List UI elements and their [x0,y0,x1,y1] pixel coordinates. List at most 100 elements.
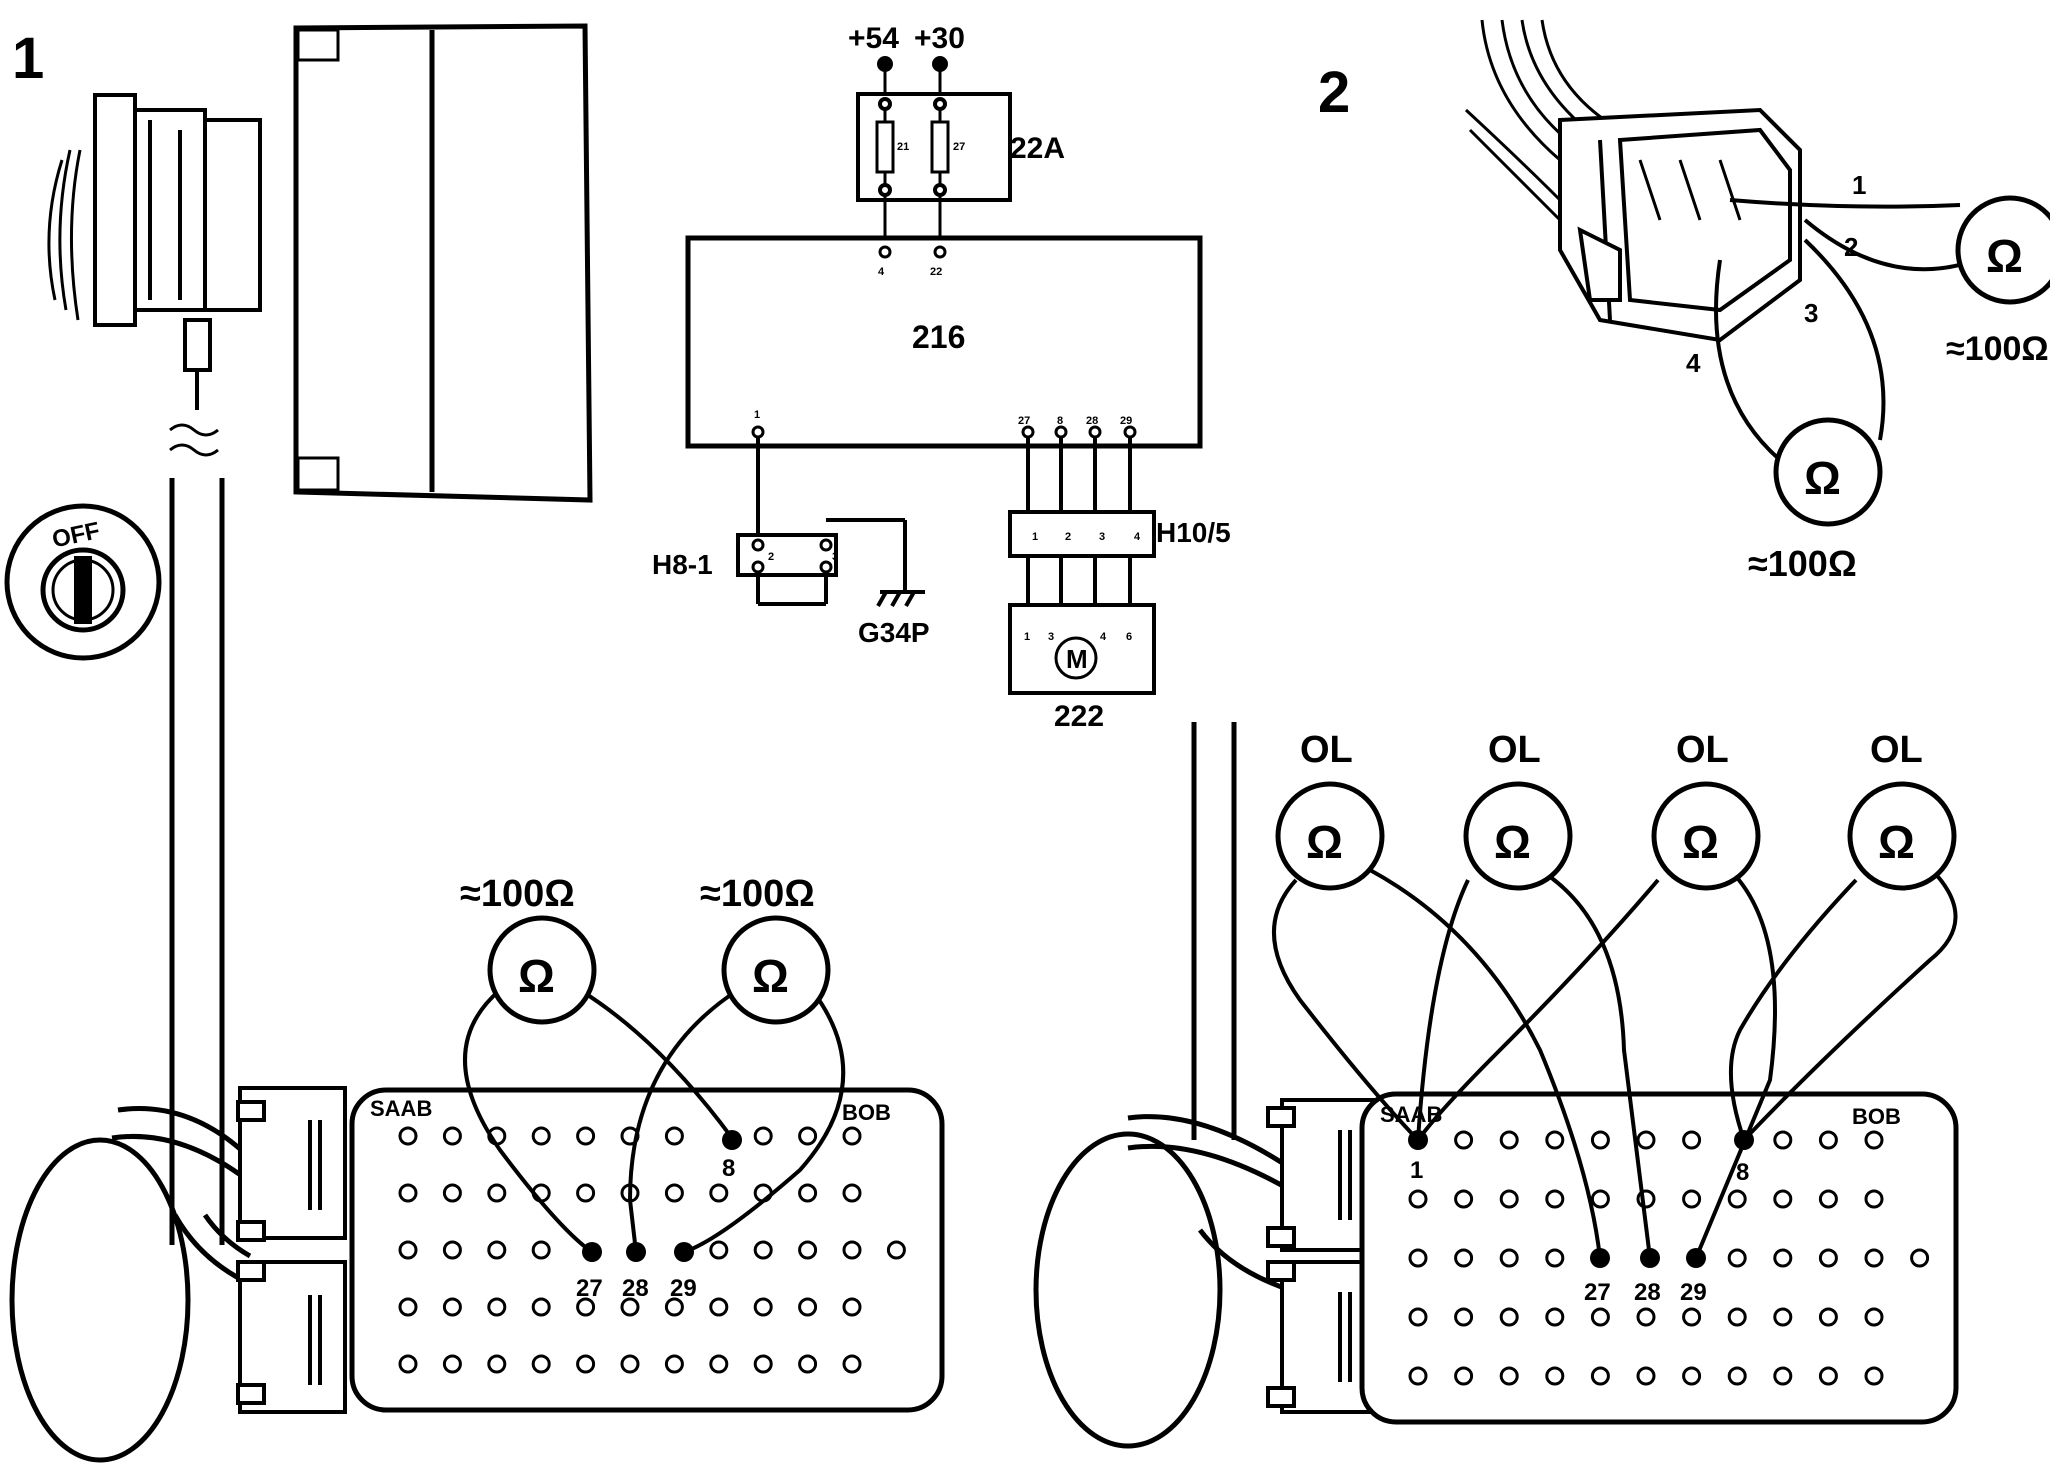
cable-panel-1 [169,478,225,1245]
bob-pin-hole [1773,1366,1793,1386]
ohmmeter-top-panel-2: Ω [1955,195,2050,305]
bob-pin-hole [1545,1189,1565,1209]
bob1-pin-29: 29 [670,1275,697,1302]
bob-pin-hole [398,1297,418,1317]
bob-pin-hole [398,1126,418,1146]
bob-plug-panel-1 [236,1086,347,1414]
bob-pin-hole [1682,1130,1702,1150]
probe-points-panel-1 [582,1130,742,1262]
panel-1-label: 1 [12,26,44,91]
conn-pin-2: 2 [1844,232,1858,262]
ohm-symbol-icon: Ω [518,950,555,1002]
ol-reading-3: OL [1676,729,1729,771]
bob-pin-hole [1545,1307,1565,1327]
bob-pin-hole [1545,1130,1565,1150]
bob-label-panel-2: BOB [1852,1104,1901,1129]
bob-pin-hole [1864,1366,1884,1386]
bob-pin-hole [620,1354,640,1374]
bob-pin-hole [664,1126,684,1146]
bob-pin-hole [1818,1307,1838,1327]
bob1-pin-8: 8 [722,1155,735,1182]
bob-pin-hole [1864,1307,1884,1327]
ecu-box [685,235,1203,449]
motor-box [1008,603,1156,695]
bob-pin-grid-panel-1 [398,1126,906,1374]
bob-pin-hole [664,1354,684,1374]
h105-label: H10/5 [1156,517,1231,548]
bob-pin-hole [1773,1130,1793,1150]
motor-pin-3: 3 [1048,631,1054,643]
bob-pin-hole [1499,1189,1519,1209]
bob-pin-hole [531,1297,551,1317]
bob-pin-hole [487,1240,507,1260]
probe-points-panel-2 [1408,1130,1754,1268]
h105-pin-1: 1 [1032,531,1038,543]
ohm-symbol-icon: Ω [1306,816,1343,868]
ohm-symbol-icon: Ω [1494,816,1531,868]
bob-pin-hole [1864,1248,1884,1268]
bob-pin-hole [1499,1307,1519,1327]
bob-pin-hole [1818,1189,1838,1209]
bob-pin-hole [842,1354,862,1374]
bob-pin-hole [798,1297,818,1317]
bob-pin-hole [1454,1366,1474,1386]
bob2-pin-29: 29 [1680,1279,1707,1306]
panel-2-label: 2 [1318,60,1350,125]
bob-pin-hole [531,1126,551,1146]
ecu-pin-28: 28 [1086,415,1098,427]
supply-30-label: +30 [914,22,965,55]
bob-label-panel-1: BOB [842,1100,891,1125]
bob-pin-hole [1545,1248,1565,1268]
bob-pin-hole [1590,1189,1610,1209]
bob-pin-hole [1454,1130,1474,1150]
bob-pin-hole [1636,1366,1656,1386]
ohmmeter-left-panel-1: Ω [487,915,597,1025]
bob2-pin-1: 1 [1410,1157,1423,1184]
bob-pin-hole [1682,1366,1702,1386]
bob2-pin-28: 28 [1634,1279,1661,1306]
bob-pin-hole [531,1354,551,1374]
bob-pin-hole [1773,1248,1793,1268]
fuse-27-label: 27 [953,141,965,153]
h81-pin-2: 2 [768,551,774,563]
bob-pin-hole [1499,1366,1519,1386]
conn-pin-3: 3 [1804,298,1818,328]
ol-reading-4: OL [1870,729,1923,771]
bob-pin-hole [664,1183,684,1203]
bob-pin-hole [798,1126,818,1146]
ohm-symbol-icon: Ω [1682,816,1719,868]
bob-pin-hole [1454,1189,1474,1209]
bob-pin-hole [709,1183,729,1203]
test-leads-panel-2-bottom [1272,868,1958,1259]
bob-pin-hole [398,1354,418,1374]
conn-pin-4: 4 [1686,348,1701,378]
bob-pin-hole [1727,1366,1747,1386]
ohmmeter-4-panel-2: Ω [1847,781,1957,891]
bob-pin-hole [709,1240,729,1260]
bob-pin-grid-panel-2 [1408,1130,1930,1386]
bob-pin-hole [1590,1130,1610,1150]
ohm-symbol-icon: Ω [1804,452,1841,504]
bob-pin-hole [442,1183,462,1203]
bob-pin-hole [442,1297,462,1317]
bob-pin-hole [1727,1189,1747,1209]
bob-pin-hole [576,1183,596,1203]
bob-pin-hole [576,1354,596,1374]
bob-pin-hole [1590,1307,1610,1327]
bob-pin-hole [842,1297,862,1317]
bob-pin-hole [1727,1307,1747,1327]
ignition-switch-icon [4,503,162,661]
cable-panel-2 [1191,722,1237,1140]
bob-pin-hole [1818,1248,1838,1268]
bob-pin-hole [1682,1307,1702,1327]
bob-pin-hole [1590,1366,1610,1386]
reading-bottom-panel-2: ≈100Ω [1748,543,1857,584]
h105-pin-2: 2 [1065,531,1071,543]
bob-brand-panel-1: SAAB [370,1096,432,1121]
bob-pin-hole [1864,1130,1884,1150]
bob-pin-hole [1636,1130,1656,1150]
bob-pin-hole [1408,1366,1428,1386]
ecu-pin-22: 22 [930,266,942,278]
ohmmeter-3-panel-2: Ω [1651,781,1761,891]
